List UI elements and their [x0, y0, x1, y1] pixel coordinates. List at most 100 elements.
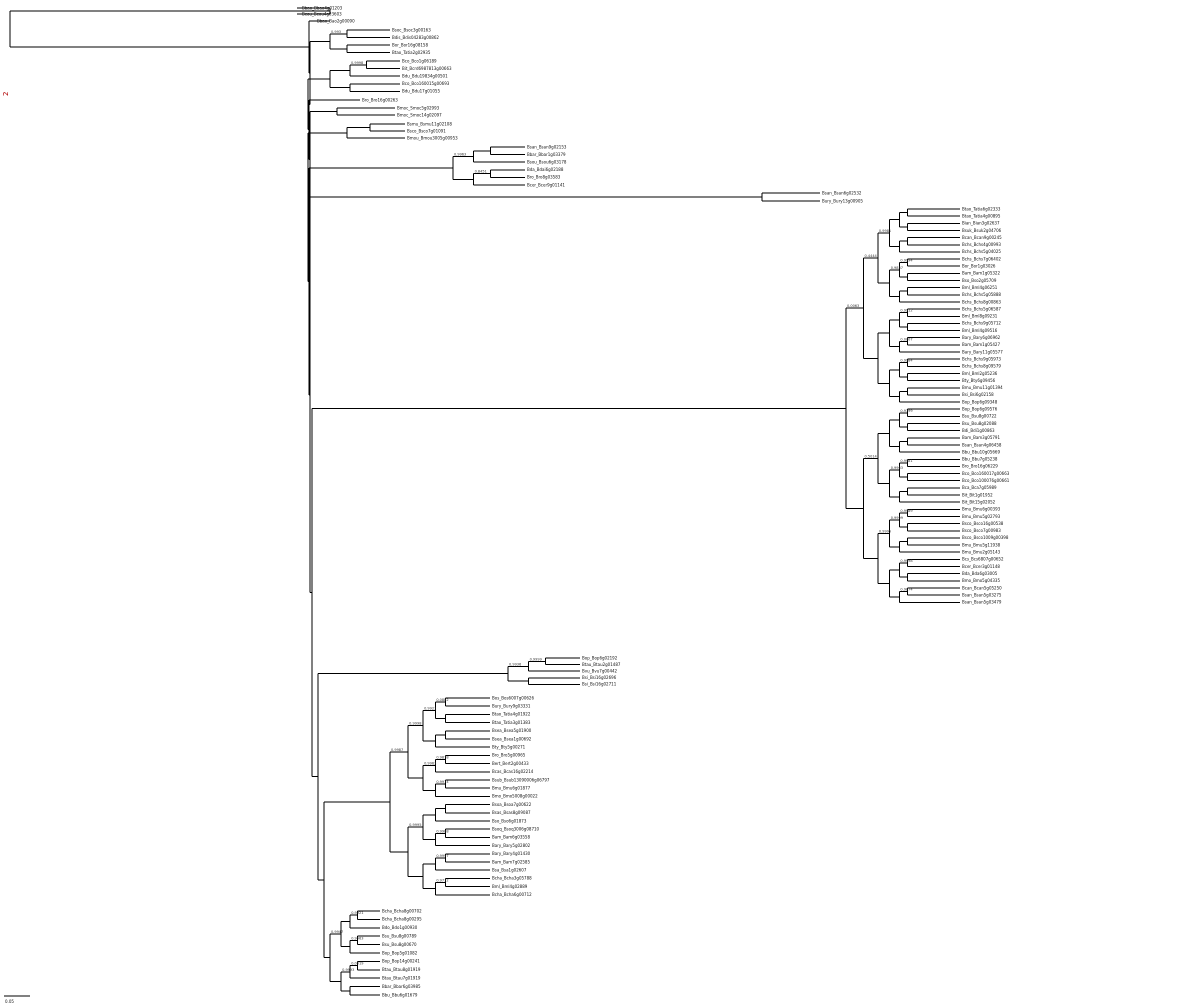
leaf-label: Bchs_Bchs7g06402 [962, 256, 1001, 261]
leaf-label: Bsu_Bsu8g00789 [382, 934, 417, 939]
leaf-label: Bchs_Bchs9g05712 [962, 321, 1001, 326]
leaf-label: Bro_Bro5g00965 [492, 753, 526, 758]
support-value: 0.9947 [331, 930, 343, 934]
leaf-label: Bsi_Bsi16g02696 [582, 675, 617, 680]
leaf-label: Bml_Bml4g02889 [492, 884, 528, 889]
scale-bar: 0.05 [4, 996, 30, 1004]
leaf-label: Bsco_Bsco7g00983 [962, 528, 1001, 533]
leaf-label: Bsa_Bsa1g02607 [492, 868, 527, 873]
support-values: 0.9930.99980.84510.99630.99940.98370.998… [331, 30, 913, 972]
leaf-label: Bsuk_Bsuk2g04706 [962, 228, 1002, 233]
leaf-label: Bchs_Bchs5g06587 [962, 306, 1001, 311]
leaf-label: Bcer_Bcer3g01148 [962, 564, 1000, 569]
leaf-label: Bml_Bml4g09516 [962, 328, 998, 333]
leaf-label: Bbu_Bbu10g05669 [962, 449, 1000, 454]
leaf-label: Bbu_Bbu7g05238 [962, 457, 998, 462]
leaf-label: Bbar_Bbar6g03985 [382, 984, 421, 989]
leaf-label: Bdu_Bdu19834g00501 [402, 74, 448, 79]
leaf-label: Bop_Bop6g09576 [962, 407, 998, 412]
leaf-label: Bcs_Bcs6807g00652 [962, 557, 1004, 562]
leaf-label: Bam_Bam1g05322 [962, 271, 1000, 276]
leaf-label: Bso_Bso2g05709 [962, 278, 997, 283]
support-value: 0.9963 [424, 762, 436, 766]
leaf-label: Btau_Btau2g01487 [582, 662, 621, 667]
leaf-label: Bsmu_Bsmu11g02108 [407, 121, 452, 126]
leaf-label: Bcha_Bcha8g00702 [382, 908, 422, 913]
leaf-label: Bdu_Bdu17g01055 [402, 89, 440, 94]
leaf-label: Bsou_Bsou6g03178 [527, 160, 567, 165]
leaf-label: Bsoc_Bsoc3g00163 [392, 27, 431, 32]
leaf-label: Bit_Bit15g02052 [962, 499, 996, 504]
leaf-label: Bam_Bam7g02585 [492, 859, 530, 864]
leaf-label: Bsco_Bsco1009g00398 [962, 535, 1009, 540]
leaf-label: Bchs_Bchs8g09579 [962, 364, 1001, 369]
support-value: 0.9963 [454, 153, 466, 157]
leaf-label: Bchs_Bchs9g05973 [962, 356, 1001, 361]
support-value: 0.9998 [351, 61, 363, 65]
support-value: 0.9912 [900, 309, 912, 313]
leaf-label: Bda_Bda6g03005 [962, 571, 998, 576]
leaf-label: Bmu_Bmu2g05143 [962, 550, 1001, 555]
scale-bar-label: 0.05 [5, 999, 14, 1004]
support-value: 0.9936 [509, 662, 521, 666]
leaf-label: Bml_Bml2g05236 [962, 371, 998, 376]
leaf-label: Bos_Bos6007g00626 [492, 695, 534, 700]
leaf-label: Bcha_Bcha3g05788 [492, 876, 532, 881]
leaf-label: Bary_Bary5g02802 [492, 843, 531, 848]
leaf-label: Bmu_Bmu11g01394 [962, 385, 1003, 390]
support-value: 0.9998 [900, 559, 912, 563]
leaf-label: Bsco_Bsco7g01091 [407, 128, 446, 133]
leaf-label: Bbar_Bbar1g03379 [527, 152, 566, 157]
leaf-label: Bml_Bml8g09231 [962, 314, 998, 319]
support-value: 0.0063 [847, 304, 859, 308]
leaf-label: Bary_Bary11g05577 [962, 349, 1003, 354]
leaf-label: Bert_Bert2g00433 [492, 761, 529, 766]
leaf-label: Bary_Bary6g06962 [962, 335, 1001, 340]
support-value: 0.9963 [351, 936, 363, 940]
leaf-label: Bda_Bdai6g02188 [527, 167, 564, 172]
support-value: 0.0019 [351, 962, 363, 966]
leaf-label: Bmoc_Smoc14g02097 [397, 112, 442, 117]
support-value: 0.9921 [351, 911, 363, 915]
leaf-label: Bsub_Bsub13090006g06797 [492, 777, 550, 782]
leaf-label: Bury_Bury9g03331 [492, 704, 531, 709]
leaf-label: Bit_Bcrd6987813g00663 [402, 66, 452, 71]
support-value: 0.9999 [530, 657, 542, 661]
support-value: 0.0007 [900, 337, 912, 341]
support-value: 0.9993 [342, 968, 354, 972]
leaf-label: Bsea_Bsea1g00692 [492, 736, 532, 741]
support-value: 0.993 [331, 30, 341, 34]
leaf-label: Bco_Bco1g06189 [402, 58, 437, 63]
leaf-label: Btao_Tatia4g01922 [492, 712, 531, 717]
leaf-label: Bco_Bco160015g00693 [402, 81, 450, 86]
leaf-label: Bro_Bro8g03583 [527, 175, 561, 180]
leaf-label: Bmu_Bmu6g01877 [492, 786, 531, 791]
leaf-label: Bary_Bary4g01430 [492, 851, 531, 856]
leaf-label: Bcha_Bcha8g00295 [382, 917, 422, 922]
support-value: 0.9878 [436, 756, 448, 760]
leaf-label: Bchs_Bchs5g05888 [962, 292, 1001, 297]
leaf-label: Bco_Bco160017g00663 [962, 471, 1010, 476]
support-value: 0.9874 [900, 588, 913, 592]
leaf-label: Bam_Bam6g03558 [492, 835, 530, 840]
support-value: 0.0882 [436, 698, 448, 702]
leaf-label: Bsan_Bsan5g03275 [962, 592, 1002, 597]
support-value: 0.9921 [424, 706, 436, 710]
leaf-label: Bcer_Bcer9g01141 [527, 182, 565, 187]
leaf-label: Bdo_Bdo1g00930 [382, 925, 418, 930]
leaf-label: Bmo_Bmo5008g00022 [492, 794, 538, 799]
support-value: 0.8451 [475, 170, 487, 174]
leaf-label: Bsi_Bsi16g02711 [582, 682, 617, 687]
leaf-label: Bcan_Bcan9g00245 [962, 235, 1002, 240]
support-value: 0.9995 [409, 823, 421, 827]
leaf-label: Bor_Bor1g03026 [962, 264, 996, 269]
leaf-label: Bsu_Bsu8g02088 [962, 421, 997, 426]
support-value: 0.5014 [865, 454, 878, 458]
leaf-label: Bor_Bor16g08158 [392, 42, 428, 47]
leaf-label: Bmu_Bmu6g00393 [962, 507, 1001, 512]
support-value: 0.9963 [891, 466, 903, 470]
leaf-label: Bchs_Bchs5g04025 [962, 249, 1001, 254]
leaf-label: Bdis_Bdis04283g00862 [392, 35, 439, 40]
leaf-label: Bop_Bop6g02192 [582, 655, 618, 660]
